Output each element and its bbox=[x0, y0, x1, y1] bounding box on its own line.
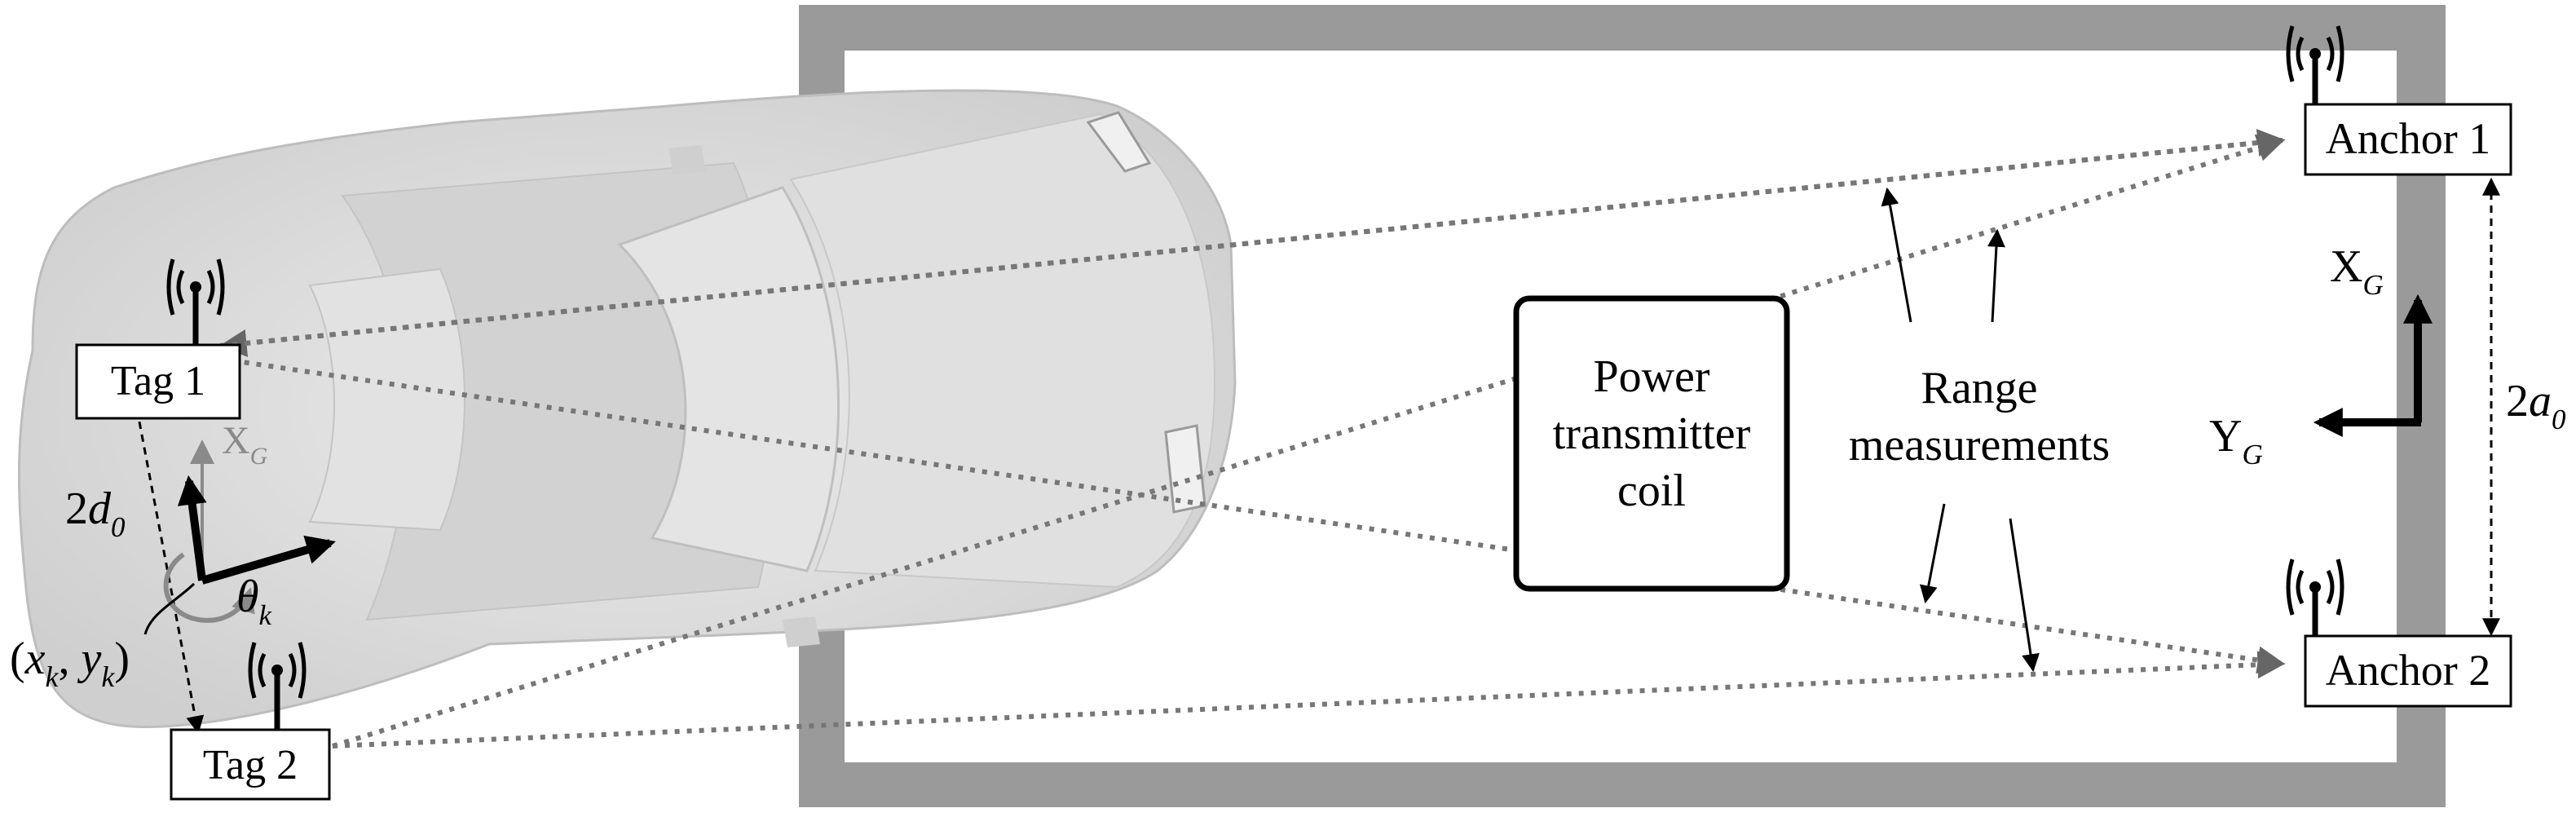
local-x-axis-label: XG bbox=[222, 419, 268, 470]
power-coil-line-1: Power bbox=[1593, 351, 1709, 402]
range-label-line-2: measurements bbox=[1849, 420, 2110, 470]
tag-2-antenna-icon bbox=[248, 642, 307, 730]
car-windshield bbox=[617, 186, 840, 572]
local-heading-axis bbox=[177, 475, 207, 581]
range-measurements-label: Range measurements bbox=[1849, 363, 2110, 470]
antennas bbox=[166, 25, 2344, 730]
tag-1: Tag 1 bbox=[75, 343, 241, 420]
tag-spacing-dimension bbox=[126, 381, 205, 735]
anchor-spacing-label: 2a0 bbox=[2506, 376, 2566, 435]
tag-2: Tag 2 bbox=[170, 728, 331, 801]
power-coil-line-3: coil bbox=[1617, 466, 1686, 516]
range-line-tag1-anchor2 bbox=[219, 356, 2286, 674]
pointer-3 bbox=[1919, 503, 1946, 604]
pointer-4 bbox=[2009, 518, 2040, 673]
range-label-pointers bbox=[1881, 187, 2040, 673]
anchor-1-label: Anchor 1 bbox=[2326, 114, 2490, 163]
vehicle-position-label: (xk, yk) bbox=[10, 634, 130, 693]
local-lateral-axis bbox=[201, 535, 336, 585]
range-lines bbox=[218, 129, 2286, 749]
car-top-view bbox=[17, 89, 1237, 729]
power-coil-line-2: transmitter bbox=[1553, 408, 1751, 459]
range-line-anchor1-tag1 bbox=[219, 129, 2286, 348]
car-mirror-top bbox=[668, 145, 706, 174]
power-coil-box bbox=[1513, 295, 1790, 592]
math-labels: XG YG XG 2d0 2a0 θk (xk, yk) bbox=[10, 241, 2566, 693]
tag-2-label: Tag 2 bbox=[203, 742, 298, 788]
anchor-2-label: Anchor 2 bbox=[2326, 646, 2490, 695]
tag-2-box bbox=[170, 728, 331, 801]
vehicle-local-frame bbox=[143, 439, 336, 635]
tag-1-antenna-icon bbox=[166, 258, 225, 345]
anchor-2-antenna-icon bbox=[2286, 559, 2344, 636]
power-transmitter-coil: Power transmitter coil bbox=[1513, 295, 1790, 592]
anchor-2: Anchor 2 bbox=[2304, 634, 2512, 708]
anchor-1-box bbox=[2304, 103, 2512, 176]
anchor-2-box bbox=[2304, 634, 2512, 708]
anchor-1-antenna-icon bbox=[2286, 25, 2344, 104]
global-x-axis-label: XG bbox=[2330, 241, 2384, 301]
car-headlight-top bbox=[1086, 111, 1152, 173]
range-line-tag2-anchor2 bbox=[332, 651, 2286, 749]
car-headlight-bottom bbox=[1164, 424, 1206, 514]
global-y-axis-label: YG bbox=[2209, 411, 2263, 470]
tag-spacing-label: 2d0 bbox=[65, 484, 126, 543]
range-line-tag2-anchor1 bbox=[332, 134, 2286, 749]
anchor-1: Anchor 1 bbox=[2304, 103, 2512, 176]
heading-angle-label: θk bbox=[236, 572, 273, 631]
car-rear-window bbox=[308, 267, 465, 532]
tag-1-box bbox=[75, 343, 241, 420]
heading-angle-arc bbox=[163, 552, 255, 623]
pointer-1 bbox=[1881, 187, 1912, 323]
pointer-2 bbox=[1987, 228, 2005, 323]
car-hood bbox=[789, 113, 1216, 589]
position-pointer bbox=[143, 582, 196, 635]
global-frame bbox=[2313, 294, 2433, 437]
car-mirror-bottom bbox=[783, 616, 820, 647]
tag-1-label: Tag 1 bbox=[111, 358, 205, 404]
range-label-line-1: Range bbox=[1921, 363, 2037, 413]
